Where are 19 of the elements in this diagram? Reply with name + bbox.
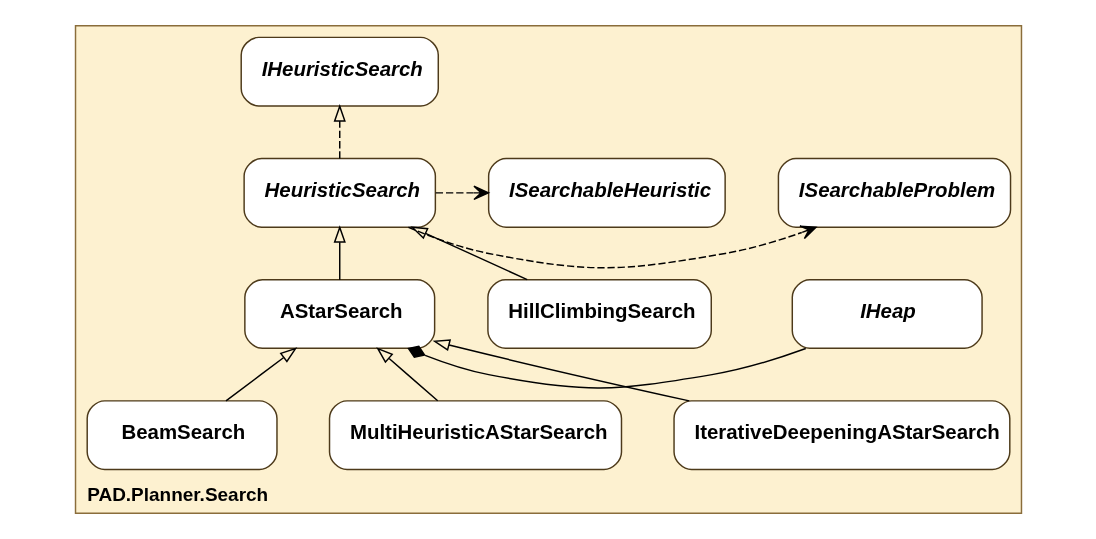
arrow [409, 226, 528, 281]
node-box: IHeuristicSearch [240, 36, 439, 107]
arrow [434, 185, 489, 201]
arrow [333, 225, 346, 281]
node-box: HeuristicSearch [242, 157, 436, 228]
node-box: MultiHeuristicAStarSearch [328, 400, 622, 471]
arrow [407, 225, 817, 269]
node-box: IterativeDeepeningAStarSearch [672, 400, 1011, 471]
node-box: AStarSearch [243, 279, 435, 350]
node-box: ISearchableProblem [777, 157, 1011, 228]
arrow [375, 347, 438, 402]
node-box: IHeap [791, 279, 983, 350]
node-box: ISearchableHeuristic [487, 157, 726, 228]
node-box: BeamSearch [85, 400, 278, 471]
arrow [333, 104, 346, 160]
arrow [224, 347, 297, 402]
node-box: HillClimbingSearch [486, 279, 712, 350]
arrow [432, 339, 690, 402]
connector [406, 345, 806, 389]
